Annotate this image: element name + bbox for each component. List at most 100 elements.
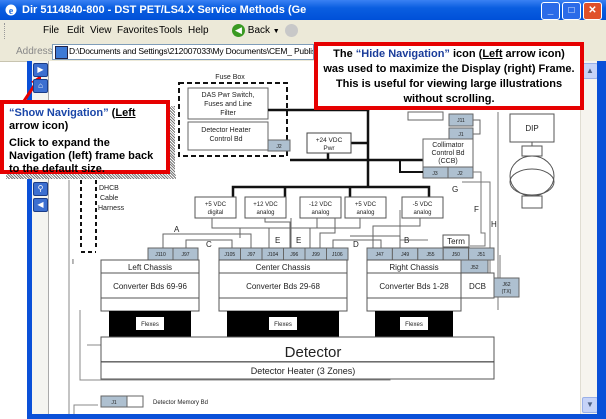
connector-label: J49 <box>401 252 409 258</box>
nav-back-icon[interactable]: ◀ <box>33 198 48 212</box>
supply-type: analog <box>413 210 431 216</box>
window-frame-right <box>597 61 606 419</box>
search-icon[interactable]: ⚲ <box>33 182 48 196</box>
callout-top-line2: was used to maximize the Display (right)… <box>323 63 575 75</box>
pwr-24vdc-line2: Pwr <box>323 145 335 152</box>
address-label: Address <box>16 46 53 57</box>
supply-type: analog <box>311 210 329 216</box>
cable-label-d: D <box>353 240 359 249</box>
show-navigation-callout: “Show Navigation” (Left arrow icon) Clic… <box>0 100 170 175</box>
callout-top-line3: This is useful for viewing large illustr… <box>335 78 563 90</box>
menu-edit[interactable]: Edit <box>67 25 85 36</box>
converter-boards: Converter Bds 69-96 <box>113 282 187 291</box>
back-button[interactable]: ◀ Back ▼ <box>232 23 280 39</box>
menu-view[interactable]: View <box>90 25 112 36</box>
supply-voltage: +5 VDC <box>355 202 377 208</box>
connector-label: J55 <box>426 252 434 258</box>
connector-label: J96 <box>290 252 298 258</box>
connector-j3-label: J3 <box>432 171 438 177</box>
maximize-button[interactable]: □ <box>562 2 581 20</box>
close-button[interactable]: ✕ <box>583 2 602 20</box>
cable-label-a: A <box>174 225 180 234</box>
supply-type: digital <box>208 210 224 216</box>
connector-label: J97 <box>181 252 189 258</box>
callout-top-line4: without scrolling. <box>403 93 495 105</box>
connector-label: J99 <box>312 252 320 258</box>
dhcb-harness-line <box>80 180 97 253</box>
chassis-name: Right Chassis <box>389 263 438 272</box>
connector-j62-label: J62 <box>502 282 510 288</box>
flexes-label: Flexes <box>405 322 423 328</box>
dhcb-line2: Control Bd <box>209 136 242 143</box>
home-icon[interactable]: ⌂ <box>33 79 48 93</box>
connector-label: J97 <box>247 252 255 258</box>
callout-left-body: Click to expand the Navigation (left) fr… <box>9 137 154 175</box>
connector-j2-fuse-label: J2 <box>276 144 282 150</box>
supply-type: analog <box>256 210 274 216</box>
pwr-24vdc-line1: +24 VDC <box>316 137 343 144</box>
show-navigation-icon[interactable]: ▶ <box>33 63 48 77</box>
connector-label: J106 <box>332 252 343 258</box>
address-input[interactable]: D:\Documents and Settings\212007033\My D… <box>52 44 314 60</box>
connector-j11-label: J11 <box>457 118 465 124</box>
callout-top-post: arrow icon) <box>502 48 565 60</box>
back-dropdown-icon[interactable]: ▼ <box>272 28 280 35</box>
minimize-button[interactable]: _ <box>541 2 560 20</box>
supply-voltage: -12 VDC <box>309 202 333 208</box>
scroll-down-button[interactable]: ▼ <box>582 397 598 413</box>
supply-box: -12 VDC analog <box>299 196 342 219</box>
window-frame-bottom <box>27 414 606 419</box>
callout-left-post: arrow icon) <box>9 120 69 132</box>
toolbar-grip <box>4 23 7 39</box>
ie-logo-icon: e <box>5 4 17 17</box>
cable-label-e2: E <box>296 236 301 245</box>
back-label: Back <box>247 25 271 36</box>
cable-label-g: G <box>452 185 458 194</box>
menu-bar: File Edit View Favorites Tools Help ◀ Ba… <box>0 20 606 43</box>
fuse-box-label: Fuse Box <box>215 74 245 81</box>
supply-voltage: +12 VDC <box>253 202 278 208</box>
menu-file[interactable]: File <box>43 25 60 36</box>
flexes-label: Flexes <box>274 322 292 328</box>
connector-label: J105 <box>224 252 235 258</box>
vertical-scrollbar[interactable]: ▲ ▼ <box>580 61 598 415</box>
converter-boards: Converter Bds 29-68 <box>246 282 320 291</box>
das-pwr-line2: Fuses and Line <box>204 101 252 108</box>
menu-help[interactable]: Help <box>188 25 209 36</box>
menu-tools[interactable]: Tools <box>159 25 183 36</box>
page-icon <box>55 46 68 59</box>
chassis-name: Left Chassis <box>128 263 172 272</box>
back-arrow-icon: ◀ <box>232 23 245 37</box>
cable-label-i: I <box>72 259 74 266</box>
cable-label-e1: E <box>275 236 280 245</box>
connector-label: J51 <box>477 252 485 258</box>
chassis-name: Center Chassis <box>256 263 311 272</box>
svg-text:e: e <box>9 6 14 17</box>
menu-favorites[interactable]: Favorites <box>117 25 159 36</box>
detector-heater-box <box>100 361 495 380</box>
supply-voltage: -5 VDC <box>413 202 433 208</box>
connector-j62-sub: (TX) <box>502 289 512 295</box>
dhcb-label-1: DHCB <box>99 185 119 192</box>
connector-label: J50 <box>452 252 460 258</box>
cable-label-f: F <box>474 205 479 214</box>
callout-left-open: ( <box>108 107 116 119</box>
hide-navigation-callout: The “Hide Navigation” icon (Left arrow i… <box>314 42 584 110</box>
fuse-box-outline <box>178 82 288 157</box>
tube-connector-top <box>521 145 543 157</box>
connector-j1-memory-label: J1 <box>111 400 117 406</box>
connector-label: J104 <box>267 252 278 258</box>
scroll-up-button[interactable]: ▲ <box>582 63 598 79</box>
callout-left-highlight: “Show Navigation” <box>9 107 109 119</box>
term-label: Term <box>447 237 465 246</box>
ccb-line3: (CCB) <box>438 158 457 165</box>
detector-heater-label: Detector Heater (3 Zones) <box>251 366 356 376</box>
forward-button[interactable] <box>285 24 298 37</box>
window-titlebar: e Dir 5114840-800 - DST PET/LS4.X Servic… <box>0 0 606 20</box>
callout-shadow-side <box>170 106 175 179</box>
cable-label-c: C <box>206 240 212 249</box>
